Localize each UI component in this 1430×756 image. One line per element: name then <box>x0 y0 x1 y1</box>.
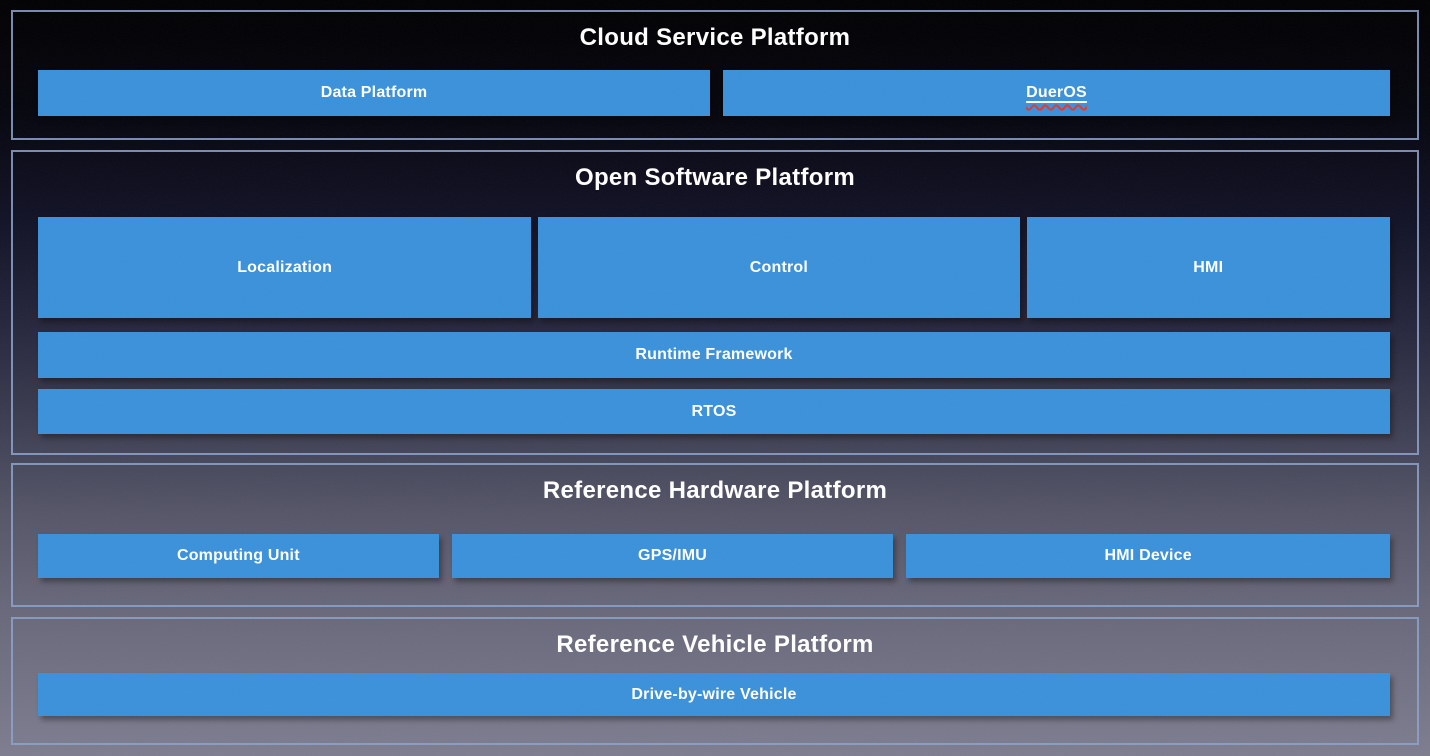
box-data-platform-label: Data Platform <box>320 84 428 101</box>
section-reference-vehicle-platform: Reference Vehicle Platform Drive-by-wire… <box>11 617 1419 745</box>
vehicle-box-row: Drive-by-wire Vehicle <box>38 673 1390 716</box>
section-open-software-platform: Open Software Platform Localization Cont… <box>11 150 1419 455</box>
box-gps-imu: GPS/IMU <box>451 534 894 578</box>
software-modules-row: Localization Control HMI <box>38 217 1390 318</box>
section-title-vehicle: Reference Vehicle Platform <box>556 631 874 658</box>
box-hmi-label: HMI <box>1193 258 1224 276</box>
cloud-boxes-row: Data Platform DuerOS DuerOS <box>38 70 1390 116</box>
box-localization: Localization <box>38 217 532 318</box>
box-drive-by-wire-vehicle-label: Drive-by-wire Vehicle <box>631 685 797 703</box>
box-hmi: HMI <box>1026 217 1390 318</box>
box-rtos-label: RTOS <box>691 402 737 420</box>
box-rtos: RTOS <box>38 389 1390 434</box>
box-hmi-device-label: HMI Device <box>1104 547 1192 564</box>
box-dueros: DuerOS DuerOS <box>723 70 1390 116</box>
hardware-boxes-row: Computing Unit GPS/IMU HMI Device <box>38 534 1391 578</box>
box-hmi-device: HMI Device <box>906 534 1391 578</box>
dueros-underlined-text: DuerOS <box>1026 84 1087 101</box>
section-title-hardware: Reference Hardware Platform <box>542 477 888 504</box>
section-cloud-service-platform: Cloud Service Platform Data Platform Due… <box>11 10 1419 140</box>
box-dueros-label: DuerOS DuerOS <box>1026 84 1087 102</box>
section-title-cloud: Cloud Service Platform <box>579 24 851 51</box>
box-runtime-framework: Runtime Framework <box>38 332 1390 378</box>
box-computing-unit-label: Computing Unit <box>176 547 300 564</box>
box-localization-label: Localization <box>237 258 333 276</box>
box-gps-imu-label: GPS/IMU <box>638 547 708 564</box>
box-control-label: Control <box>749 258 809 276</box>
box-computing-unit: Computing Unit <box>38 534 439 578</box>
rtos-row: RTOS <box>38 389 1390 434</box>
box-runtime-framework-label: Runtime Framework <box>635 346 793 363</box>
box-control: Control <box>538 217 1020 318</box>
runtime-framework-row: Runtime Framework <box>38 332 1390 378</box>
box-drive-by-wire-vehicle: Drive-by-wire Vehicle <box>38 673 1390 716</box>
section-title-software: Open Software Platform <box>575 164 855 191</box>
box-data-platform: Data Platform <box>38 70 710 116</box>
section-reference-hardware-platform: Reference Hardware Platform Computing Un… <box>11 463 1419 607</box>
